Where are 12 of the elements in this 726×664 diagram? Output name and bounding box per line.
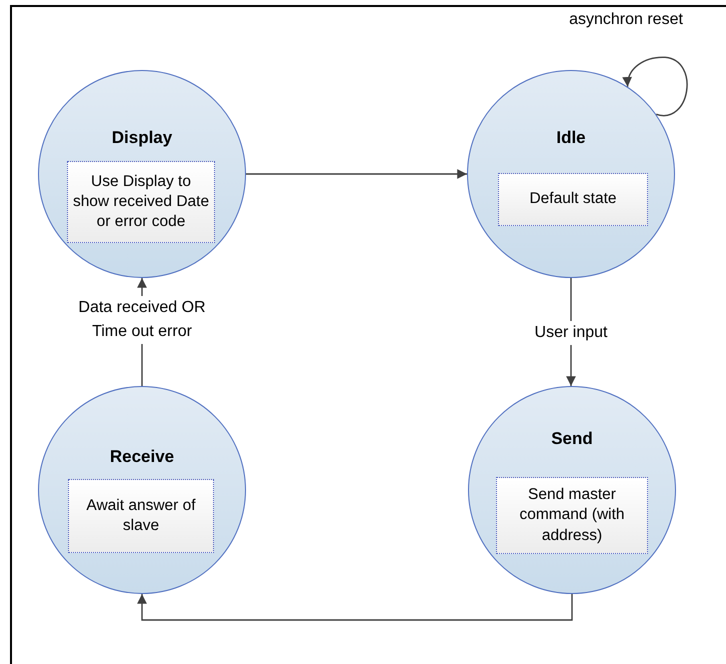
transition-arrow <box>623 56 688 116</box>
state-title: Receive <box>108 446 176 468</box>
state-title: Idle <box>555 127 587 148</box>
transition-arrow <box>137 594 573 621</box>
edge-label: Data received OR Time out error <box>78 296 206 344</box>
state-title: Send <box>550 428 594 450</box>
transition-arrow <box>246 169 467 179</box>
action-box: Use Display to show received Date or error code <box>67 161 215 243</box>
action-box: Send master command (with address) <box>496 477 648 554</box>
action-box: Await answer of slave <box>68 479 214 553</box>
action-box: Default state <box>498 173 648 226</box>
state-title: Display <box>110 127 174 148</box>
